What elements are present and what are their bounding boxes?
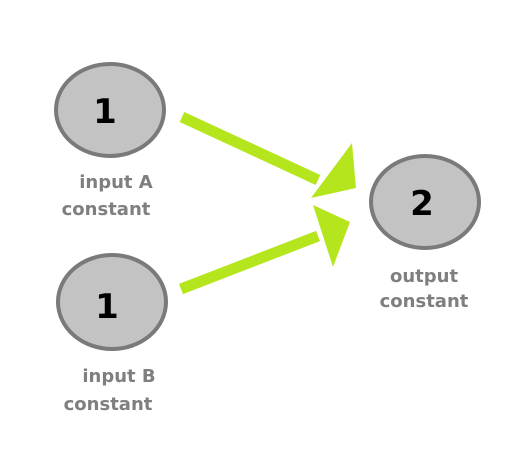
- node-output: 2 output constant: [369, 154, 481, 312]
- node-input-a: 1 input A constant: [54, 62, 166, 220]
- node-input-b-label-line2: constant: [64, 394, 153, 415]
- node-input-b-circle: [56, 253, 168, 351]
- arrow-input-a-to-output: [179, 112, 356, 198]
- node-output-value: 2: [410, 184, 434, 224]
- node-input-a-circle: [54, 62, 166, 158]
- node-input-a-label-line1: input A: [79, 172, 153, 193]
- node-input-a-value: 1: [93, 92, 117, 132]
- node-output-label-line1: output: [390, 266, 458, 287]
- node-input-b-value: 1: [95, 287, 119, 327]
- arrow-a-head: [311, 143, 356, 198]
- node-input-a-label-line2: constant: [62, 199, 151, 220]
- node-input-b-label-line1: input B: [82, 366, 155, 387]
- arrow-input-b-to-output: [179, 205, 350, 295]
- arrow-b-shaft: [179, 230, 320, 295]
- node-input-b: 1 input B constant: [56, 253, 168, 415]
- node-output-label-line2: constant: [380, 291, 469, 312]
- node-output-circle: [369, 154, 481, 250]
- arrow-b-head: [313, 205, 350, 267]
- arrow-a-shaft: [179, 112, 321, 185]
